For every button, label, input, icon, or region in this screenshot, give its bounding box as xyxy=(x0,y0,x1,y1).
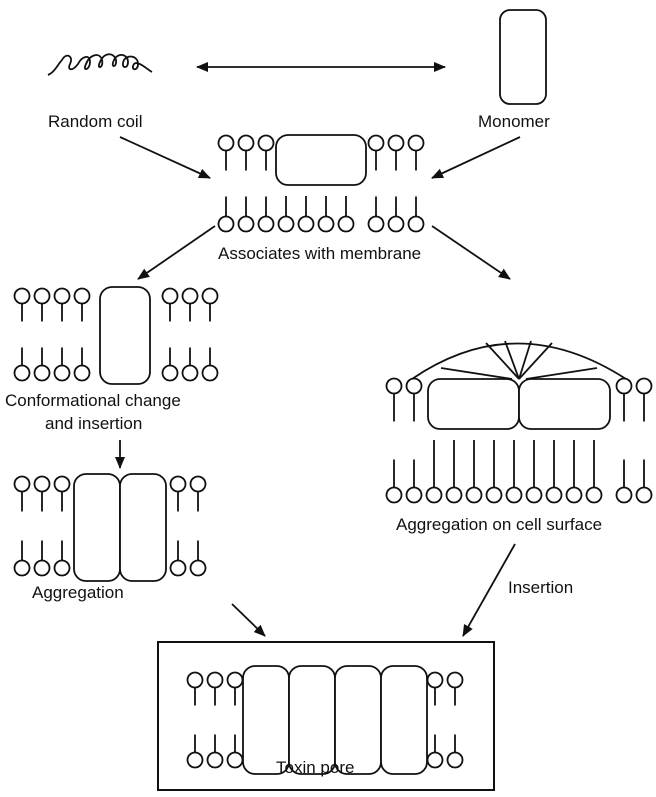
lipid-pair xyxy=(259,136,274,232)
conformational-label-line1: Conformational change xyxy=(5,391,181,410)
lipid-pair xyxy=(407,379,422,503)
lipid-pair xyxy=(15,477,30,576)
lipid-lower-leaflet xyxy=(299,196,314,232)
lipid-pair xyxy=(239,136,254,232)
lipid-pair xyxy=(15,289,30,381)
lipid-lower-leaflet xyxy=(319,196,334,232)
lipid-lower-leaflet xyxy=(547,440,562,503)
lipid-pair xyxy=(428,673,443,768)
arrow-to-insertion xyxy=(138,226,215,279)
lipid-lower-leaflet xyxy=(339,196,354,232)
lipid-lower-leaflet xyxy=(427,440,442,503)
lipid-lower-leaflet xyxy=(279,196,294,232)
lipid-pair xyxy=(191,477,206,576)
associates-label: Associates with membrane xyxy=(218,244,421,263)
lipid-pair xyxy=(55,477,70,576)
lipid-pair xyxy=(163,289,178,381)
lipid-pair xyxy=(389,136,404,232)
cap-spoke xyxy=(526,368,597,379)
monomer-label: Monomer xyxy=(478,112,550,131)
lipid-pair xyxy=(387,379,402,503)
cap-spoke xyxy=(505,341,519,379)
lipid-lower-leaflet xyxy=(487,440,502,503)
surface-subunit-1 xyxy=(428,379,519,429)
lipid-pair xyxy=(219,136,234,232)
lipid-lower-leaflet xyxy=(587,440,602,503)
random-coil-shape xyxy=(48,54,152,75)
aggregated-subunit-2 xyxy=(120,474,166,581)
aggregated-subunit-1 xyxy=(74,474,120,581)
lipid-pair xyxy=(228,673,243,768)
lipid-lower-leaflet xyxy=(467,440,482,503)
associated-monomer xyxy=(276,135,366,185)
insertion-label: Insertion xyxy=(508,578,573,597)
lipid-pair xyxy=(35,289,50,381)
surface-subunit-2 xyxy=(519,379,610,429)
lipid-pair xyxy=(369,136,384,232)
aggregation-surface-label: Aggregation on cell surface xyxy=(396,515,602,534)
arrow-coil-to-membrane xyxy=(120,137,210,178)
lipid-pair xyxy=(448,673,463,768)
lipid-lower-leaflet xyxy=(447,440,462,503)
lipid-pair xyxy=(75,289,90,381)
lipid-pair xyxy=(617,379,632,503)
pore-subunit-4 xyxy=(381,666,427,774)
lipid-lower-leaflet xyxy=(567,440,582,503)
cap-spoke xyxy=(486,343,519,379)
lipid-lower-leaflet xyxy=(507,440,522,503)
arrow-aggregation-to-pore xyxy=(232,604,265,636)
lipid-pair xyxy=(188,673,203,768)
lipid-pair xyxy=(171,477,186,576)
toxin-pore-label: Toxin pore xyxy=(276,758,354,777)
lipid-lower-leaflet xyxy=(527,440,542,503)
cap-spoke xyxy=(441,368,512,379)
conformational-label-line2: and insertion xyxy=(45,414,142,433)
lipid-pair xyxy=(55,289,70,381)
arrow-to-surface-aggregation xyxy=(432,226,510,279)
lipid-pair xyxy=(637,379,652,503)
aggregation-label: Aggregation xyxy=(32,583,124,602)
lipid-pair xyxy=(203,289,218,381)
surface-cap xyxy=(412,344,626,380)
arrow-monomer-to-membrane xyxy=(432,137,520,178)
lipid-pair xyxy=(35,477,50,576)
lipid-pair xyxy=(208,673,223,768)
inserted-monomer xyxy=(100,287,150,384)
monomer-shape xyxy=(500,10,546,104)
lipid-pair xyxy=(409,136,424,232)
lipid-pair xyxy=(183,289,198,381)
random-coil-label: Random coil xyxy=(48,112,143,131)
